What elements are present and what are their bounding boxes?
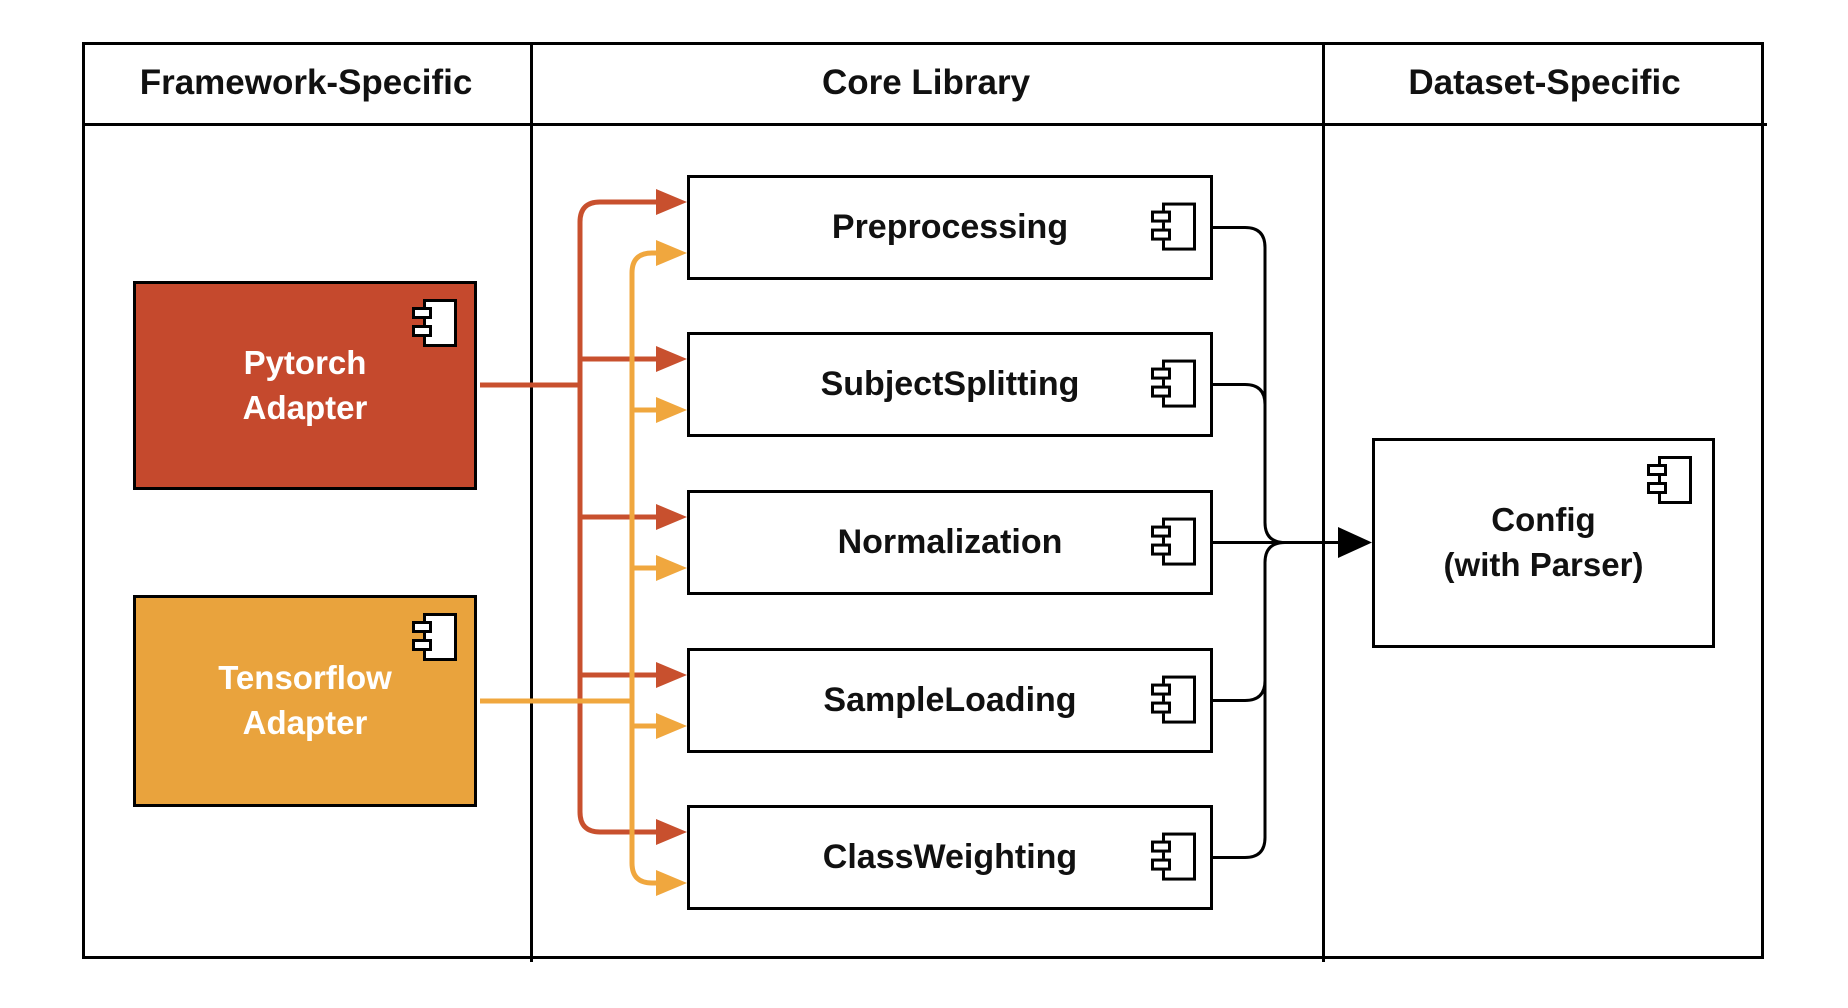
uml-icon-tab: [1647, 464, 1667, 476]
component-sampleloading: SampleLoading: [687, 648, 1213, 753]
uml-icon-tab: [1151, 840, 1171, 853]
component-label: Preprocessing: [831, 208, 1069, 246]
uml-icon-tab: [1151, 543, 1171, 556]
uml-icon-tab: [412, 621, 432, 633]
uml-component-icon: [1151, 832, 1196, 881]
uml-icon-tab: [412, 325, 432, 337]
component-normalization: Normalization: [687, 490, 1213, 595]
uml-component-icon: [1151, 517, 1196, 566]
lane-title-framework-specific: Framework-Specific: [139, 62, 473, 102]
uml-component-icon: [1151, 675, 1196, 724]
uml-component-icon: [1647, 456, 1692, 504]
uml-icon-tab: [1151, 683, 1171, 696]
uml-icon-tab: [412, 307, 432, 319]
component-label: Normalization: [837, 523, 1063, 561]
config-label: Config (with Parser): [1443, 501, 1644, 583]
tensorflow-adapter-box: Tensorflow Adapter: [133, 595, 477, 807]
lane-divider-2: [1322, 42, 1325, 962]
uml-component-icon: [412, 613, 457, 661]
header-separator: [82, 123, 1767, 126]
uml-component-icon: [1151, 202, 1196, 251]
uml-component-icon: [1151, 359, 1196, 408]
uml-icon-tab: [1151, 210, 1171, 223]
component-preprocessing: Preprocessing: [687, 175, 1213, 280]
uml-icon-tab: [412, 639, 432, 651]
lane-title-dataset-specific: Dataset-Specific: [1408, 62, 1681, 102]
lane-divider-1: [530, 42, 533, 962]
component-label: SubjectSplitting: [820, 365, 1080, 403]
uml-icon-tab: [1151, 228, 1171, 241]
uml-icon-tab: [1151, 858, 1171, 871]
uml-icon-tab: [1151, 367, 1171, 380]
uml-icon-tab: [1151, 525, 1171, 538]
uml-icon-tab: [1647, 482, 1667, 494]
uml-component-icon: [412, 299, 457, 347]
tensorflow-adapter-label: Tensorflow Adapter: [218, 659, 392, 741]
component-label: ClassWeighting: [822, 838, 1078, 876]
pytorch-adapter-label: Pytorch Adapter: [242, 343, 368, 426]
component-label: SampleLoading: [823, 681, 1077, 719]
uml-icon-tab: [1151, 385, 1171, 398]
component-classweighting: ClassWeighting: [687, 805, 1213, 910]
config-box: Config (with Parser): [1372, 438, 1715, 648]
pytorch-adapter-box: Pytorch Adapter: [133, 281, 477, 490]
lane-title-core-library: Core Library: [821, 62, 1031, 102]
component-subjectsplitting: SubjectSplitting: [687, 332, 1213, 437]
uml-icon-tab: [1151, 701, 1171, 714]
